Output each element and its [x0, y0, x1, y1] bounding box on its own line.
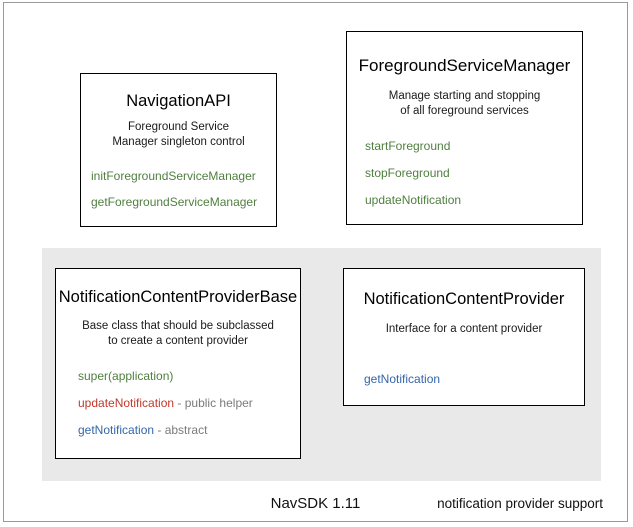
class-description-foreground-service-manager: Manage starting and stopping of all fore… [347, 89, 582, 120]
member-item[interactable]: initForegroundServiceManager [91, 170, 276, 182]
member-name: getNotification [78, 423, 155, 437]
member-list-notification-content-provider-base: super(application) updateNotification - … [56, 370, 300, 436]
member-name: getNotification [364, 372, 441, 387]
class-description-line: Manager singleton control [112, 136, 245, 149]
class-title-navigation-api: NavigationAPI [126, 92, 231, 110]
class-description-notification-content-provider-base: Base class that should be subclassed to … [56, 319, 300, 350]
group-panel-label: notification provider support [437, 496, 603, 511]
member-name: stopForeground [365, 165, 450, 180]
class-description-notification-content-provider: Interface for a content provider [344, 322, 584, 338]
member-note: - abstract [154, 423, 208, 437]
class-title-notification-content-provider-base: NotificationContentProviderBase [58, 288, 298, 306]
member-name: updateNotification [78, 396, 175, 410]
member-name: initForegroundServiceManager [91, 169, 256, 183]
class-description-line: Interface for a content provider [385, 322, 543, 335]
member-name: super(application) [78, 369, 174, 383]
member-name: getForegroundServiceManager [91, 195, 258, 209]
class-box-notification-content-provider-base[interactable]: NotificationContentProviderBase Base cla… [55, 268, 301, 459]
diagram-footer-caption: NavSDK 1.11 [270, 495, 361, 512]
member-item[interactable]: getNotification [364, 373, 584, 385]
diagram-outer-frame: notification provider support Navigation… [3, 2, 628, 522]
class-description-line: to create a content provider [108, 335, 248, 348]
member-item[interactable]: updateNotification [365, 194, 582, 206]
member-item[interactable]: getForegroundServiceManager [91, 196, 276, 208]
class-description-line: Manage starting and stopping [388, 89, 541, 102]
class-box-navigation-api[interactable]: NavigationAPI Foreground Service Manager… [80, 73, 277, 227]
class-description-line: of all foreground services [400, 105, 529, 118]
member-list-foreground-service-manager: startForeground stopForeground updateNot… [347, 140, 582, 206]
class-box-foreground-service-manager[interactable]: ForegroundServiceManager Manage starting… [346, 31, 583, 225]
member-item[interactable]: stopForeground [365, 167, 582, 179]
member-item[interactable]: super(application) [78, 370, 300, 382]
member-name: startForeground [365, 138, 451, 153]
member-item[interactable]: startForeground [365, 140, 582, 152]
member-list-navigation-api: initForegroundServiceManager getForegrou… [81, 170, 276, 208]
class-description-line: Foreground Service [128, 120, 229, 133]
class-title-notification-content-provider: NotificationContentProvider [363, 290, 565, 308]
member-item[interactable]: updateNotification - public helper [78, 397, 300, 409]
member-item[interactable]: getNotification - abstract [78, 424, 300, 436]
member-note: - public helper [174, 396, 253, 410]
class-title-foreground-service-manager: ForegroundServiceManager [358, 56, 571, 75]
class-box-notification-content-provider[interactable]: NotificationContentProvider Interface fo… [343, 268, 585, 406]
member-list-notification-content-provider: getNotification [344, 373, 584, 385]
class-description-line: Base class that should be subclassed [82, 319, 274, 332]
class-description-navigation-api: Foreground Service Manager singleton con… [81, 120, 276, 151]
member-name: updateNotification [365, 192, 462, 207]
